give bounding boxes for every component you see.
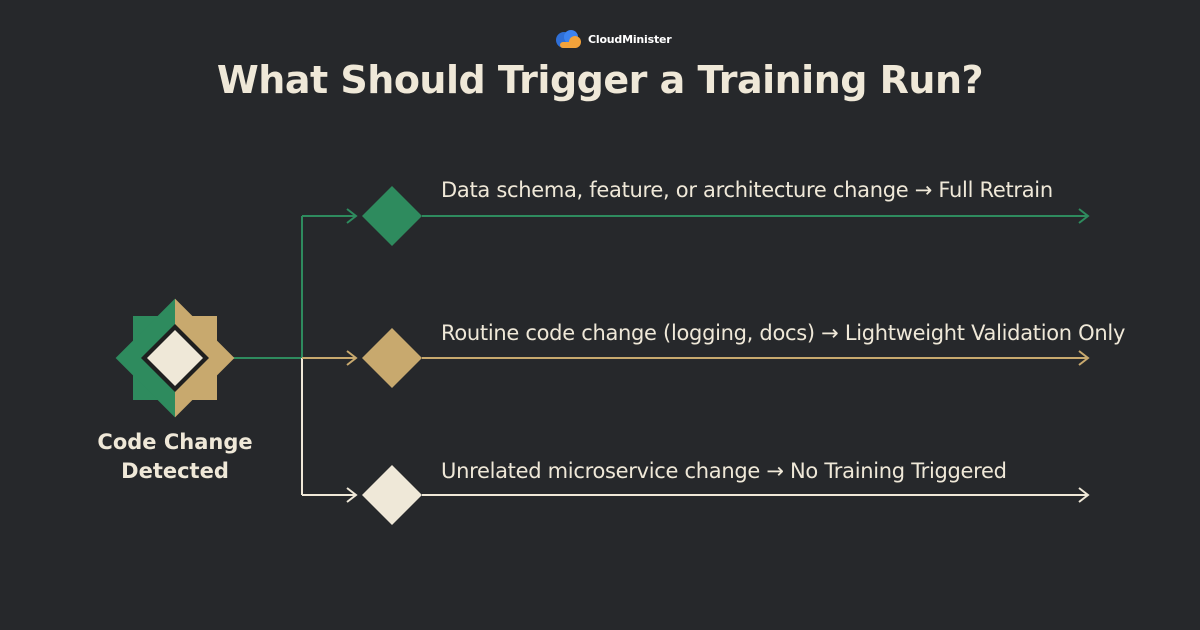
branch-2-label: Routine code change (logging, docs) → Li… (441, 321, 1126, 345)
branch-3-arrowhead (1078, 487, 1090, 503)
branch-2-connector-arrowhead (346, 350, 358, 366)
branch-1-diamond (362, 186, 422, 246)
branch-2-arrowhead (1078, 350, 1090, 366)
branch-1-arrowhead (1078, 208, 1090, 224)
root-node-label: Code Change Detected (80, 428, 270, 486)
branch-2-diamond (362, 328, 422, 388)
brand-name: CloudMinister (588, 32, 672, 46)
connector-lines (228, 208, 1090, 503)
branch-3-label: Unrelated microservice change → No Train… (441, 459, 1007, 483)
brand-logo: CloudMinister (554, 28, 672, 50)
branch-1-label: Data schema, feature, or architecture ch… (441, 178, 1053, 202)
branch-1-connector-arrowhead (346, 208, 358, 224)
page-title: What Should Trigger a Training Run? (216, 58, 984, 102)
root-label-line-1: Code Change (97, 430, 253, 454)
branch-3-diamond (362, 465, 422, 525)
root-node-icon (115, 298, 235, 418)
cloud-logo-icon (556, 30, 581, 48)
branch-3-connector-arrowhead (346, 487, 358, 503)
root-label-line-2: Detected (121, 459, 229, 483)
